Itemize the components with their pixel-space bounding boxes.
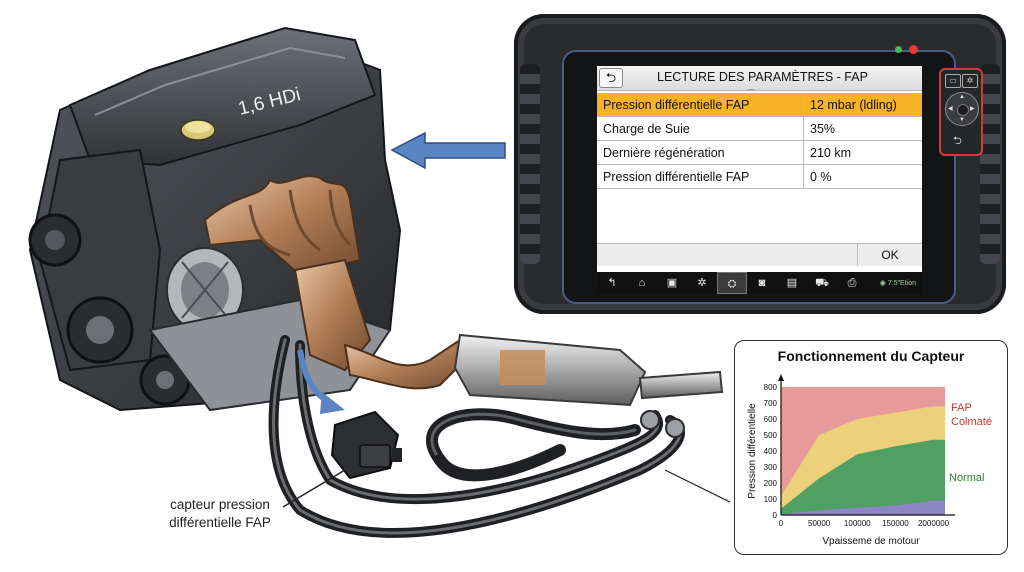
param-label: Pression différentielle FAP [597,164,804,189]
param-row[interactable]: Pression différentielle FAP 12 mbar (ldl… [597,93,922,117]
param-value: 35% [803,116,922,141]
right-grip [980,64,1000,264]
y-axis-label: Pression différentielle [747,403,758,499]
param-row[interactable]: Pression différentielle FAP 0 % [597,164,922,189]
settings-icon[interactable]: ✲ [697,277,707,289]
chart-leader-line [664,469,730,503]
dpad-left-icon[interactable]: ◀ [948,106,953,112]
document-button[interactable]: ▭ [945,74,961,88]
param-label: Dernière régénération [597,140,804,165]
fap-label: FAP [951,402,972,414]
param-row[interactable]: Dernière régénération 210 km [597,140,922,165]
tablet-screen: ⮌ LECTURE DES PARAMÈTRES - FAP ⌒ Pressio… [597,66,922,272]
ok-button[interactable]: OK [857,244,922,266]
camera-icon[interactable]: ◙ [758,277,766,289]
x-tick-label: 0 [779,519,784,528]
dpad[interactable]: ▲ ▼ ◀ ▶ [945,92,979,126]
x-tick-label: 150000 [882,519,909,528]
back-icon[interactable]: ↰ [607,277,617,289]
wifi-icon: ◉ [879,280,888,287]
sensor-label-line2: différentielle FAP [169,515,271,530]
x-axis-label: Vpaisseme de motour [822,536,920,547]
screen-footer: OK [597,243,922,266]
area-series-0 [781,500,945,515]
chart-card: Fonctionnement du Capteur 0 100 200 300 400 5… [734,340,1008,555]
y-tick-label: 600 [764,415,778,424]
pressure-sensor [330,410,402,480]
param-value: 12 mbar (ldling) [803,93,922,117]
sensor-leader-line [282,469,346,508]
print-icon[interactable]: ⎙ [847,277,857,289]
param-value: 0 % [803,164,922,189]
battery-icon[interactable]: ▤ [786,277,798,289]
screen-header: ⮌ LECTURE DES PARAMÈTRES - FAP ⌒ [597,66,922,98]
y-axis-arrow [778,374,784,381]
y-tick-label: 200 [764,479,778,488]
colmate-label: Colmaté [951,416,992,428]
param-label: Pression différentielle FAP [597,93,804,117]
y-tick-label: 400 [764,447,778,456]
y-tick-label: 100 [764,495,778,504]
normal-label: Normal [949,472,984,484]
y-tick-label: 800 [764,383,778,392]
param-value: 210 km [803,140,922,165]
area-series-1 [781,439,945,515]
dpad-right-icon[interactable]: ▶ [970,106,975,112]
param-label: Charge de Suie [597,116,804,141]
dpad-center-button[interactable] [957,104,969,116]
wifi-status: ◉ 7:5"Etion [880,279,916,287]
engine-illustration: 1,6 HDi [28,26,730,538]
x-tick-label: 2000000 [918,519,950,528]
sensor-hoses [268,335,685,538]
arrow-to-sensor-head [320,392,345,414]
status-text: 7:5"Etion [887,280,916,287]
status-led [909,45,918,54]
save-icon[interactable]: ▣ [666,277,678,289]
chart-title: Fonctionnement du Capteur [777,348,965,364]
hardware-controls: ▭ ✲ ▲ ▼ ◀ ▶ ⮌ [939,68,983,156]
param-row[interactable]: Charge de Suie 35% [597,116,922,141]
home-icon[interactable]: ⌂ [638,277,646,289]
hardware-back-icon[interactable]: ⮌ [953,135,962,147]
sensor-chart: 0 100 200 300 400 500 600 700 800 0 50000 100000 150… [747,374,992,547]
back-arrow-icon[interactable]: ⮌ [599,68,623,88]
car-icon[interactable]: ⛟ [815,277,829,289]
settings-button[interactable]: ✲ [962,74,978,88]
left-grip [520,64,540,264]
particulate-filter [453,333,724,407]
dpad-up-icon[interactable]: ▲ [959,94,965,100]
y-tick-label: 300 [764,463,778,472]
x-tick-label: 50000 [808,519,831,528]
sensor-label-line1: capteur pression [170,497,270,512]
power-led [895,46,902,53]
parameter-table: Pression différentielle FAP 12 mbar (ldl… [597,93,922,189]
y-tick-label: 0 [773,511,778,520]
y-tick-label: 700 [764,399,778,408]
arrow-to-tablet [390,131,506,170]
dpad-down-icon[interactable]: ▼ [959,117,965,123]
y-tick-label: 500 [764,431,778,440]
diagnostic-tablet: ⮌ LECTURE DES PARAMÈTRES - FAP ⌒ Pressio… [514,14,1006,314]
sensor-label: capteur pression différentielle FAP [155,496,285,532]
engine-icon[interactable]: ⛭ [717,272,747,294]
x-tick-label: 100000 [844,519,871,528]
screen-taskbar: ↰ ⌂ ▣ ✲ ⛭ ◙ ▤ ⛟ ⎙ ◉ 7:5"Etion [597,272,922,294]
screen-title: LECTURE DES PARAMÈTRES - FAP [657,70,868,84]
